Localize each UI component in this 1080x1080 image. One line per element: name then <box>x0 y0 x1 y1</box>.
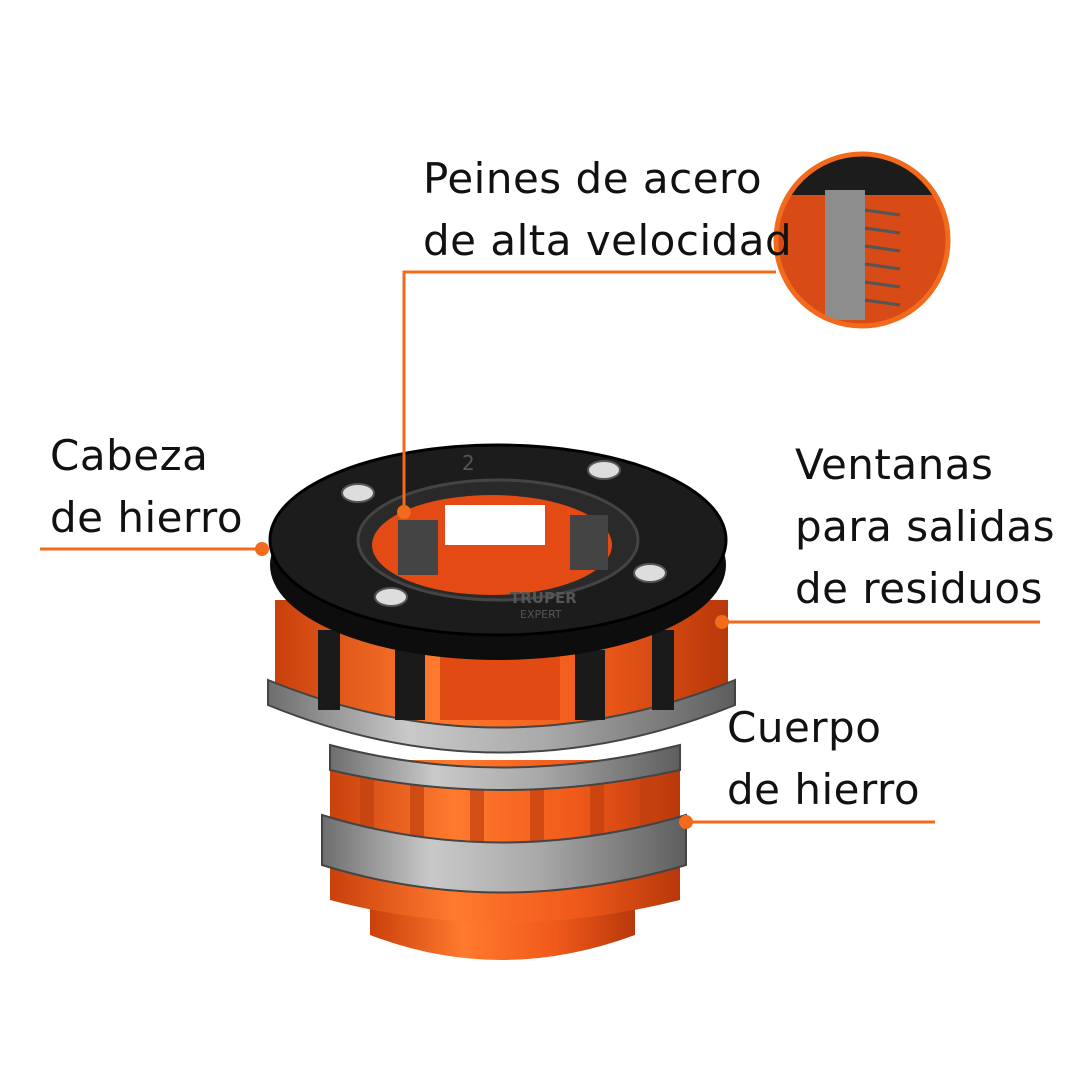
iron-head-ring: 2 TRUPER EXPERT <box>268 443 728 660</box>
steel-comb-right <box>570 515 608 570</box>
label-line: Cabeza <box>50 431 209 480</box>
screws <box>341 460 667 607</box>
label-line: para salidas <box>795 502 1055 551</box>
leader-dots <box>255 505 729 829</box>
label-line: Cuerpo <box>727 703 882 752</box>
label-line: Peines de acero <box>423 154 763 203</box>
label-line: Ventanas <box>795 440 994 489</box>
iron-body-lower <box>321 760 687 923</box>
comb-detail-inset <box>773 151 951 329</box>
label-windows: Ventanas para salidas de residuos <box>795 434 1055 620</box>
chip-windows <box>318 630 674 720</box>
logo-brand: TRUPER <box>510 589 577 607</box>
label-head: Cabeza de hierro <box>50 425 243 549</box>
label-line: de hierro <box>727 765 921 814</box>
leader-lines <box>40 270 1040 824</box>
leader-combs <box>402 270 776 512</box>
size-mark: 2 <box>462 451 475 475</box>
label-line: de alta velocidad <box>423 216 793 265</box>
label-line: de hierro <box>50 493 244 542</box>
logo-line: EXPERT <box>520 608 562 621</box>
label-body: Cuerpo de hierro <box>727 697 920 821</box>
steel-comb-left <box>398 520 438 575</box>
label-combs: Peines de acero de alta velocidad <box>423 148 792 272</box>
label-line: de residuos <box>795 564 1043 613</box>
